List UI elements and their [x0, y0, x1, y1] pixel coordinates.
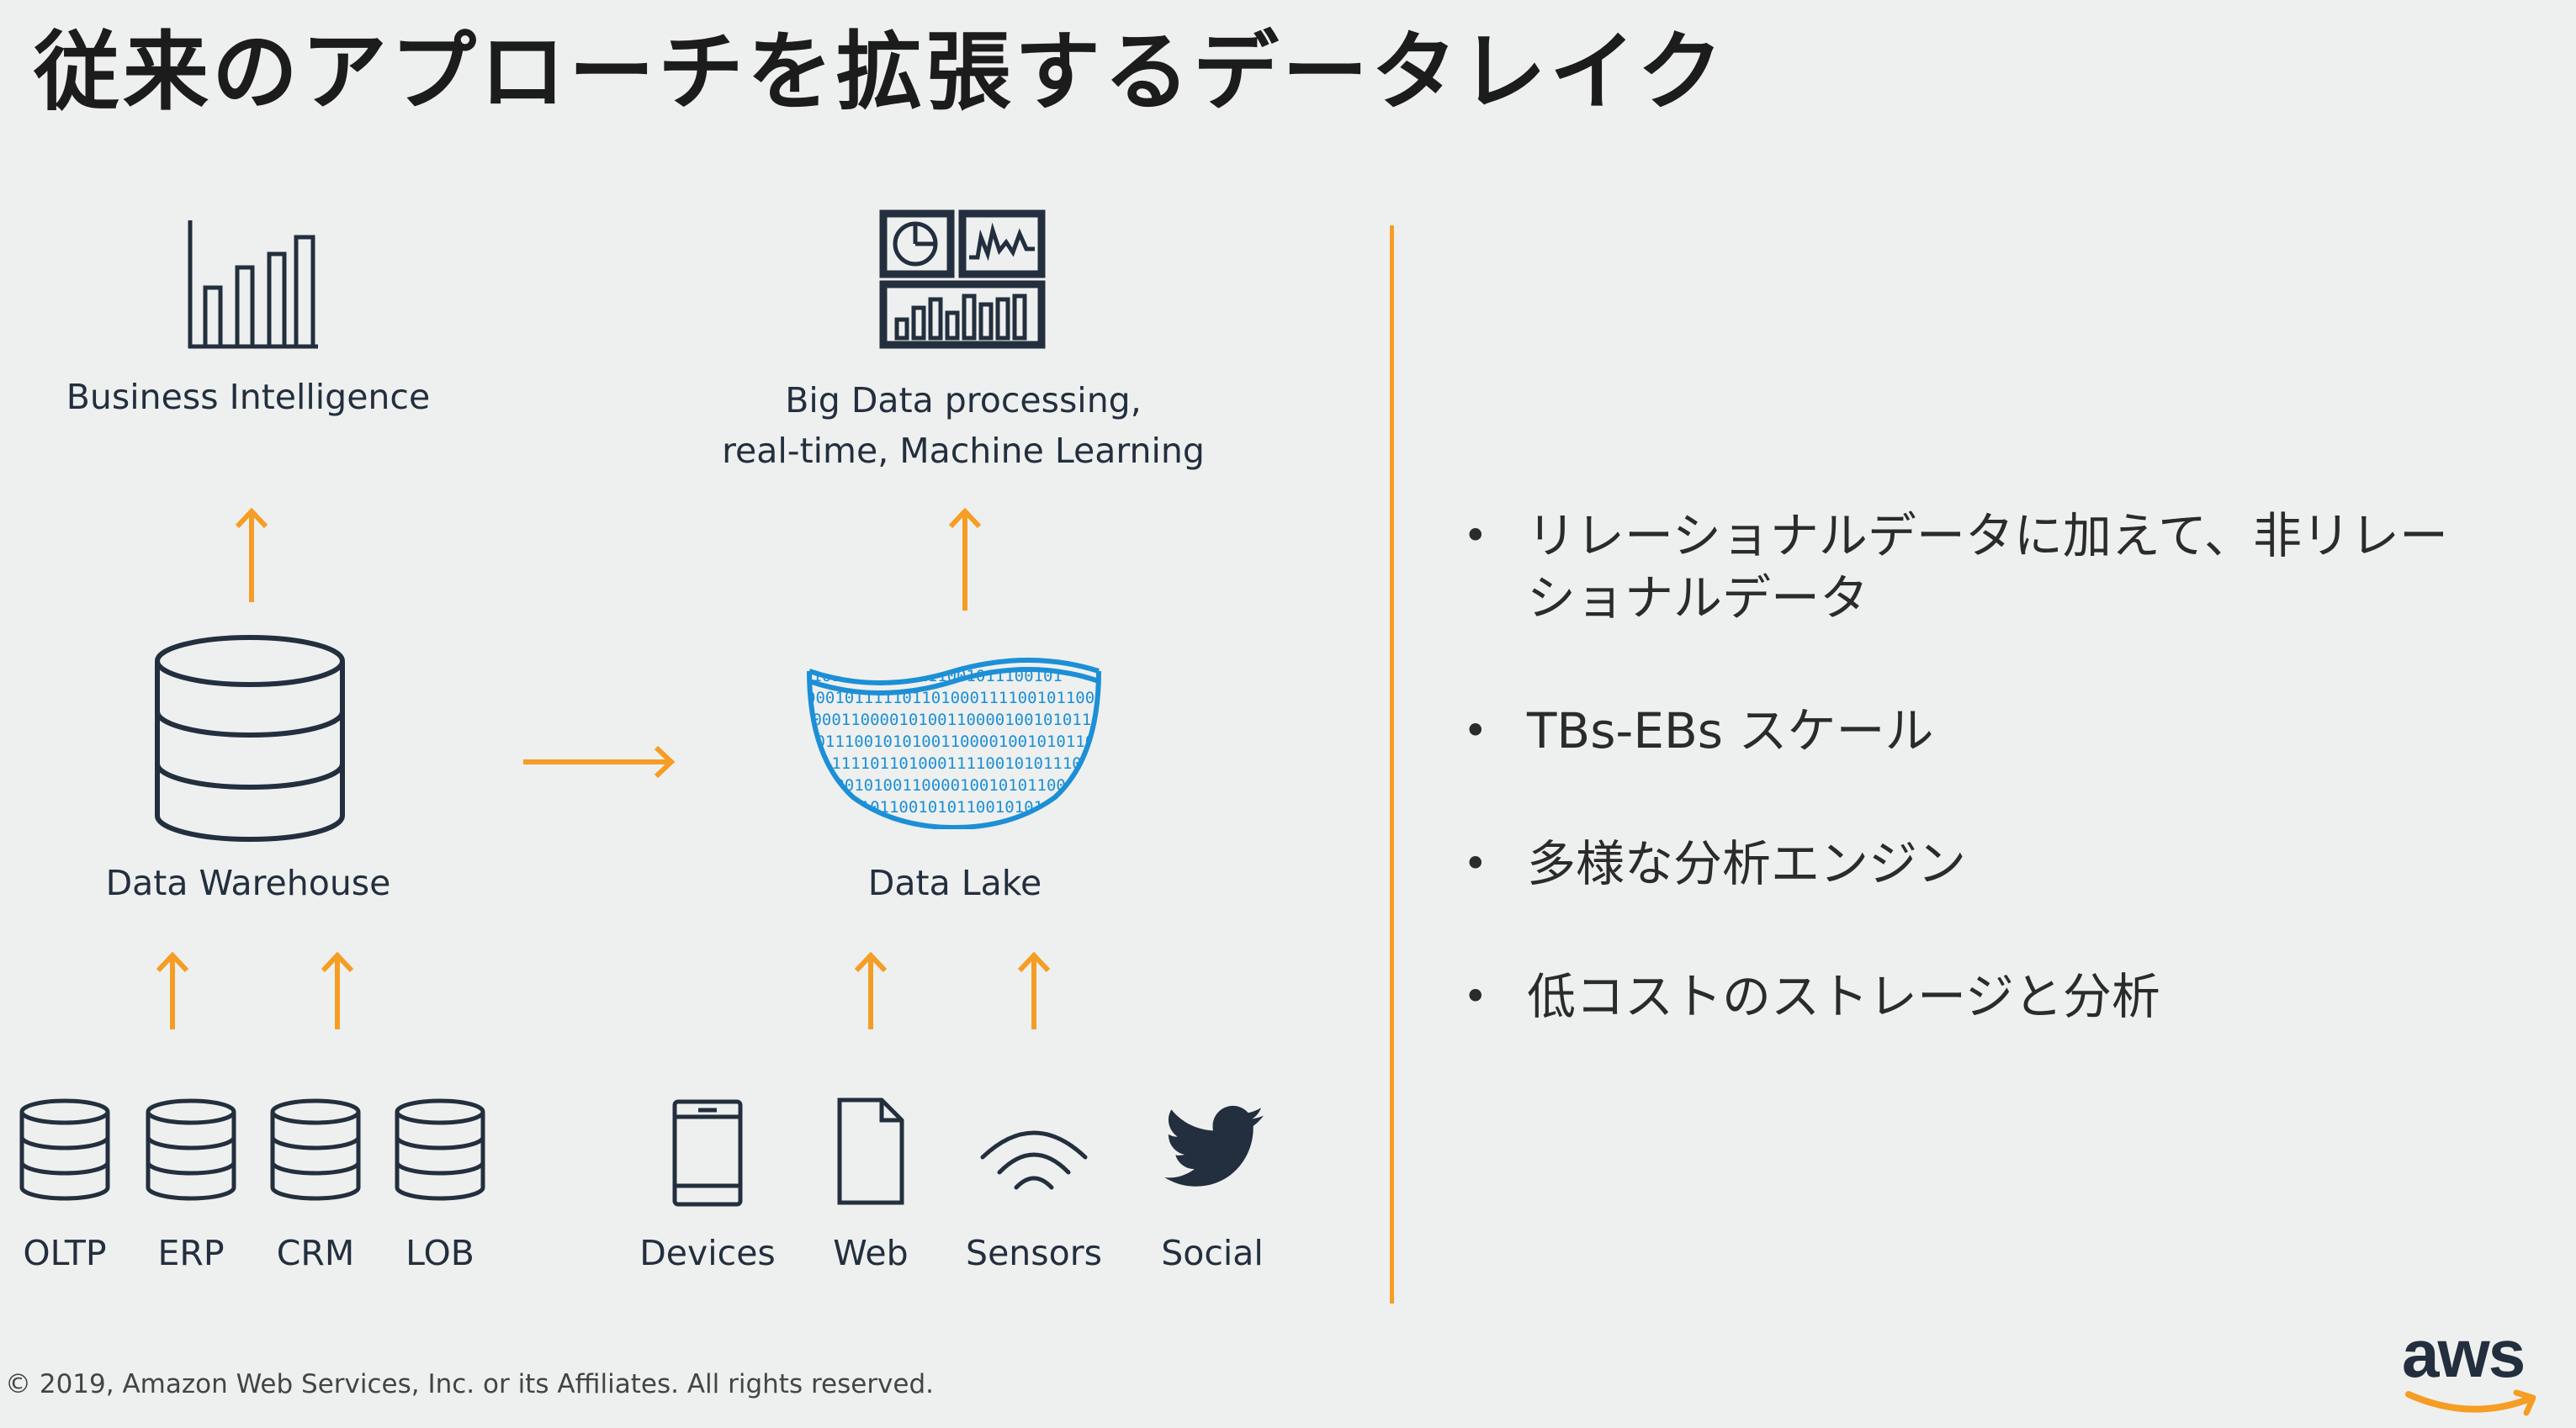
source-label-crm: CRM: [276, 1233, 355, 1273]
bullet-dot-icon: •: [1463, 839, 1488, 888]
slide-title: 従来のアプローチを拡張するデータレイク: [34, 23, 1726, 123]
bullet-text: 低コストのストレージと分析: [1527, 968, 2160, 1025]
big-data-label: Big Data processing, real-time, Machine …: [690, 375, 1237, 476]
bi-label: Business Intelligence: [66, 377, 431, 417]
bullet-text-continued: ショナルデータ: [1527, 569, 1869, 627]
database-icon: [395, 1098, 485, 1201]
source-label-oltp: OLTP: [23, 1233, 107, 1273]
bar-chart-icon: [188, 220, 318, 349]
aws-logo-text: aws: [2402, 1316, 2526, 1391]
source-label-web: Web: [833, 1233, 909, 1273]
arrow-up-icon: [1017, 951, 1051, 1029]
bullet-dot-icon: •: [1463, 511, 1488, 560]
arrow-up-icon: [948, 507, 982, 611]
bullet-text: リレーショナルデータに加えて、非リレー: [1527, 507, 2449, 564]
svg-text:101111101101000111100101011100: 101111101101000111100101011100: [803, 754, 1091, 773]
dashboard-icon: [879, 209, 1046, 349]
arrow-up-icon: [854, 951, 888, 1029]
svg-text:101110010101001100001001010110: 101110010101001100001001010110: [806, 733, 1095, 751]
bullet-item: • リレーショナルデータに加えて、非リレー ショナルデータ: [1451, 505, 2570, 629]
big-data-label-line2: real-time, Machine Learning: [722, 431, 1205, 471]
bullet-dot-icon: •: [1463, 706, 1488, 755]
bullet-text: TBs-EBs スケール: [1527, 702, 1934, 759]
bullet-list: • リレーショナルデータに加えて、非リレー ショナルデータ • TBs-EBs …: [1451, 505, 2570, 1098]
arrow-up-icon: [321, 951, 354, 1029]
arrow-right-icon: [523, 745, 676, 779]
database-icon: [270, 1098, 361, 1201]
copyright-notice: © 2019, Amazon Web Services, Inc. or its…: [5, 1369, 935, 1399]
source-label-social: Social: [1161, 1233, 1264, 1273]
database-icon: [155, 635, 345, 842]
aws-smile-icon: [2405, 1389, 2536, 1416]
data-warehouse-label: Data Warehouse: [105, 863, 391, 903]
data-lake-label: Data Lake: [867, 863, 1042, 903]
bullet-dot-icon: •: [1463, 972, 1488, 1021]
aws-logo: aws: [2402, 1320, 2549, 1421]
big-data-label-line1: Big Data processing,: [785, 380, 1142, 420]
database-icon: [146, 1098, 236, 1201]
source-label-devices: Devices: [639, 1233, 776, 1273]
vertical-divider: [1390, 225, 1394, 1304]
twitter-bird-icon: [1164, 1105, 1264, 1187]
source-label-sensors: Sensors: [966, 1233, 1102, 1273]
bullet-item: • 低コストのストレージと分析: [1451, 965, 2570, 1028]
data-lake-icon: 010111011010111001011100101 000101111101…: [803, 658, 1101, 829]
arrow-up-icon: [156, 951, 189, 1029]
arrow-up-icon: [235, 507, 268, 602]
bullet-text: 多様な分析エンジン: [1527, 835, 1967, 892]
database-icon: [19, 1098, 110, 1201]
svg-text:100001010011000010010101100101: 100001010011000010010101100101: [806, 776, 1095, 795]
bullet-item: • 多様な分析エンジン: [1451, 833, 2570, 895]
svg-text:100011000010100110000100101011: 100011000010100110000100101011: [803, 711, 1091, 729]
document-icon: [837, 1097, 904, 1205]
source-label-erp: ERP: [157, 1233, 225, 1273]
source-label-lob: LOB: [405, 1233, 474, 1273]
bullet-item: • TBs-EBs スケール: [1451, 700, 2570, 762]
wireless-sensor-icon: [980, 1130, 1088, 1190]
mobile-device-icon: [672, 1099, 743, 1207]
